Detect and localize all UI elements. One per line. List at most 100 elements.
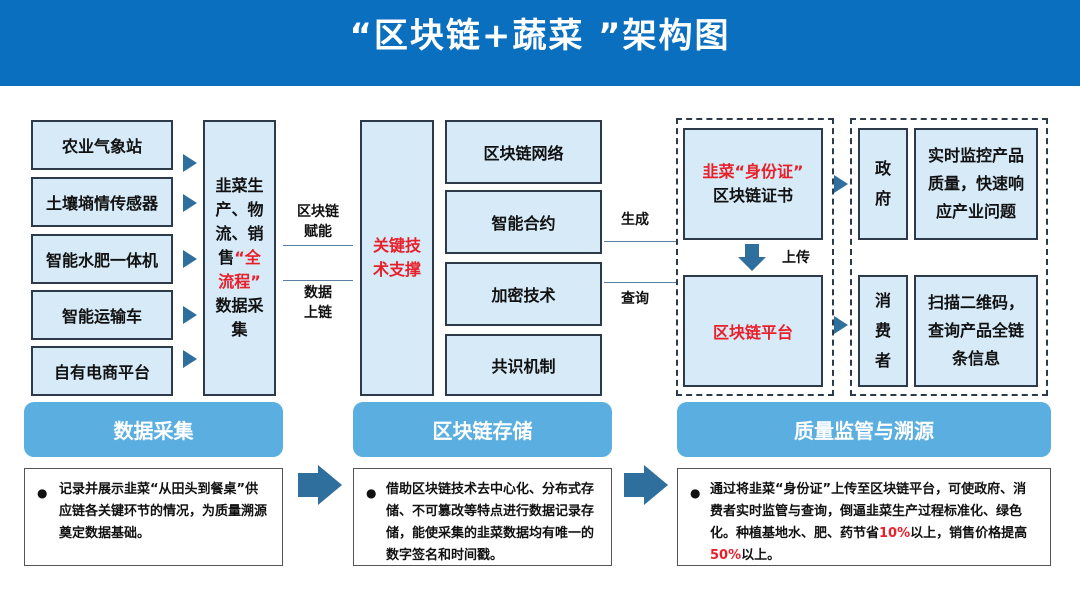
government-desc: 质量，快速响 [927, 174, 1024, 193]
label-generate: 生成 [621, 212, 649, 228]
collection-highlight: 流程” [218, 272, 261, 291]
collection-line: 韭菜生 [215, 176, 264, 195]
section-label: 区块链存储 [432, 419, 533, 443]
desc-data-collection: ● 记录并展示韭菜“从田头到餐桌”供应链各关键环节的情况，为质量溯源奠定数据基础… [24, 468, 283, 566]
source-ecommerce-platform: 自有电商平台 [31, 346, 173, 396]
label-line: 数据 [304, 285, 332, 301]
source-label: 农业气象站 [61, 137, 142, 156]
arrow-right-icon [644, 465, 668, 505]
consumer-desc: 扫描二维码， [927, 293, 1024, 312]
platform-box: 区块链平台 [683, 275, 823, 387]
desc-text: 以上。 [741, 548, 781, 563]
consumer-desc: 查询产品全链 [927, 321, 1024, 340]
collection-line: 流、销 [215, 224, 264, 243]
tech-label: 区块链网络 [483, 144, 564, 163]
label-blockchain-empower: 区块链 赋能 [286, 202, 350, 242]
bullet-icon: ● [690, 486, 701, 500]
certificate-platform-group [676, 118, 834, 396]
connector-line [283, 245, 353, 246]
label-query: 查询 [621, 291, 649, 307]
government-label: 府 [874, 189, 891, 208]
source-transport-vehicle: 智能运输车 [31, 290, 173, 340]
collection-highlight: “全 [234, 248, 261, 267]
tech-item-blockchain-network: 区块链网络 [445, 120, 602, 184]
collection-line: 数据采 [215, 296, 264, 315]
source-label: 智能运输车 [61, 307, 142, 326]
arrow-down-icon [738, 257, 766, 271]
desc-text: 以上，销售价格提高 [910, 526, 1028, 541]
source-label: 自有电商平台 [53, 363, 150, 382]
government-desc-box: 实时监控产品 质量，快速响 应产业问题 [914, 128, 1038, 240]
arrow-right-icon [318, 465, 342, 505]
government-label: 政 [874, 159, 891, 178]
page-title: “区块链+蔬菜 ”架构图 [349, 16, 731, 56]
certificate-title: 韭菜“身份证” [702, 162, 804, 181]
government-desc: 应产业问题 [935, 202, 1016, 221]
key-tech-line: 术支撑 [372, 260, 421, 279]
arrow-right-icon [834, 175, 848, 193]
key-tech-line: 关键技 [372, 236, 421, 255]
label-line: 赋能 [304, 224, 332, 240]
collection-line: 售“全 [218, 246, 261, 270]
certificate-subtitle: 区块链证书 [712, 186, 793, 205]
label-line: 上链 [304, 305, 332, 321]
connector-line [604, 282, 676, 283]
arrow-shaft [624, 473, 646, 497]
arrow-down-shaft [745, 244, 759, 258]
source-irrigation-machine: 智能水肥一体机 [31, 234, 173, 284]
arrow-right-icon [183, 306, 197, 324]
section-label: 数据采集 [113, 419, 194, 443]
collection-text: 售 [218, 248, 235, 267]
key-tech-box: 关键技 术支撑 [360, 120, 434, 396]
government-box: 政 府 [858, 128, 908, 240]
section-quality-traceability: 质量监管与溯源 [677, 402, 1051, 457]
bullet-icon: ● [366, 486, 377, 500]
platform-label: 区块链平台 [712, 323, 793, 342]
label-line: 区块链 [297, 204, 339, 220]
desc-highlight: 10% [879, 526, 911, 541]
certificate-box: 韭菜“身份证” 区块链证书 [683, 128, 823, 240]
source-label: 土壤墒情传感器 [45, 194, 158, 213]
government-desc: 实时监控产品 [927, 146, 1024, 165]
tech-label: 智能合约 [491, 214, 556, 233]
arrow-shaft [298, 473, 320, 497]
desc-text: 借助区块链技术去中心化、分布式存储、不可篡改等特点进行数据记录存储，能使采集的韭… [386, 482, 595, 563]
desc-text: 通过将韭菜“身份证”上传至区块链平台，可使政府、消费者实时监管与查询，倒逼韭菜生… [710, 482, 1027, 541]
arrow-right-icon [183, 250, 197, 268]
tech-label: 加密技术 [491, 286, 556, 305]
arrow-right-icon [183, 154, 197, 172]
desc-highlight: 50% [710, 548, 742, 563]
connector-line [604, 241, 676, 242]
collection-process-box: 韭菜生 产、物 流、销 售“全 流程” 数据采 集 [203, 120, 276, 396]
tech-item-smart-contract: 智能合约 [445, 190, 602, 254]
source-label: 智能水肥一体机 [45, 251, 158, 270]
tech-item-encryption: 加密技术 [445, 262, 602, 326]
collection-line: 集 [231, 320, 248, 339]
consumer-desc: 条信息 [951, 349, 1000, 368]
section-data-collection: 数据采集 [24, 402, 283, 457]
arrow-right-icon [183, 194, 197, 212]
consumer-label: 消 [874, 291, 891, 310]
section-blockchain-storage: 区块链存储 [353, 402, 612, 457]
arrow-right-icon [183, 350, 197, 368]
consumer-desc-box: 扫描二维码， 查询产品全链 条信息 [914, 275, 1038, 387]
desc-text: 记录并展示韭菜“从田头到餐桌”供应链各关键环节的情况，为质量溯源奠定数据基础。 [59, 482, 268, 541]
label-upload: 上传 [782, 250, 810, 266]
tech-item-consensus: 共识机制 [445, 334, 602, 396]
source-soil-sensor: 土壤墒情传感器 [31, 177, 173, 227]
desc-quality-traceability: ● 通过将韭菜“身份证”上传至区块链平台，可使政府、消费者实时监管与查询，倒逼韭… [677, 468, 1051, 566]
connector-line [283, 280, 353, 281]
source-weather-station: 农业气象站 [31, 120, 173, 170]
desc-blockchain-storage: ● 借助区块链技术去中心化、分布式存储、不可篡改等特点进行数据记录存储，能使采集… [353, 468, 612, 566]
consumer-box: 消 费 者 [858, 275, 908, 387]
consumer-label: 者 [874, 351, 891, 370]
tech-label: 共识机制 [491, 357, 556, 376]
collection-line: 产、物 [215, 200, 264, 219]
header-bar: “区块链+蔬菜 ”架构图 [0, 0, 1080, 86]
section-label: 质量监管与溯源 [794, 419, 934, 443]
consumer-label: 费 [874, 321, 891, 340]
bullet-icon: ● [37, 486, 48, 500]
arrow-right-icon [834, 316, 848, 334]
stakeholder-group [850, 118, 1048, 396]
label-data-onchain: 数据 上链 [286, 283, 350, 323]
